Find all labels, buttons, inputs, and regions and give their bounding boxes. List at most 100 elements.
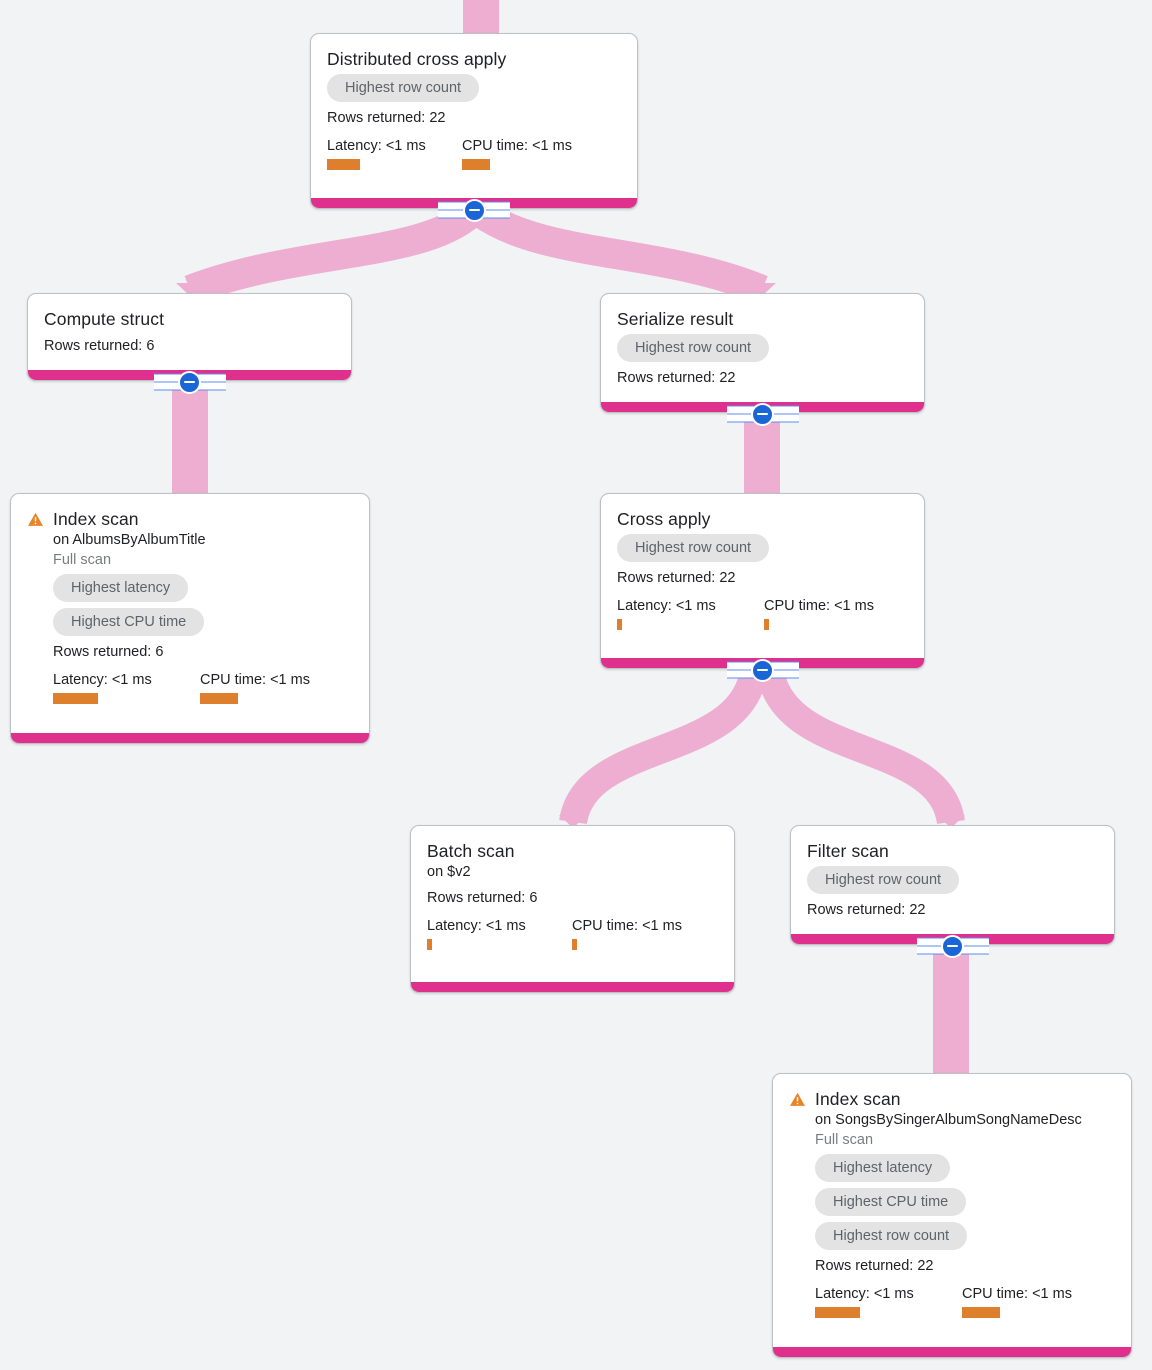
- node-metrics: Latency: <1 ms CPU time: <1 ms: [327, 137, 621, 170]
- latency-bar: [815, 1307, 860, 1318]
- cpu-time-label: CPU time: <1 ms: [200, 672, 310, 688]
- cpu-time-label: CPU time: <1 ms: [462, 138, 572, 154]
- node-scan-note: Full scan: [53, 552, 112, 568]
- rows-returned-value: Rows returned: 6: [53, 644, 164, 660]
- minus-glyph: [184, 380, 195, 384]
- node-accent-bar: [773, 1347, 1131, 1357]
- cpu-time-metric: CPU time: <1 ms: [764, 597, 874, 630]
- node-subtitle: on SongsBySingerAlbumSongNameDesc: [815, 1112, 1082, 1128]
- node-badge-list: Highest row count: [327, 74, 621, 102]
- collapse-minus-icon[interactable]: [916, 933, 989, 959]
- cpu-time-bar: [200, 693, 238, 704]
- cpu-time-bar: [764, 619, 769, 630]
- node-badge-list: Highest row count: [617, 334, 908, 362]
- node-accent-bar: [11, 733, 369, 743]
- latency-metric: Latency: <1 ms: [53, 671, 200, 704]
- collapse-minus-icon[interactable]: [438, 197, 510, 223]
- minus-glyph: [468, 208, 480, 212]
- node-title: Serialize result: [617, 309, 734, 329]
- node-title: Distributed cross apply: [327, 49, 507, 69]
- node-title: Cross apply: [617, 509, 711, 529]
- node-scan-note: Full scan: [815, 1132, 874, 1148]
- collapse-handle-circle[interactable]: [178, 370, 201, 394]
- minus-glyph: [757, 412, 768, 416]
- node-metrics: Latency: <1 ms CPU time: <1 ms: [617, 597, 908, 630]
- cpu-time-bar: [572, 939, 577, 950]
- node-accent-bar: [411, 982, 734, 992]
- status-badge: Highest CPU time: [53, 608, 205, 636]
- status-badge: Highest row count: [807, 866, 960, 894]
- minus-glyph: [947, 944, 958, 948]
- rows-returned-value: Rows returned: 22: [617, 570, 736, 586]
- latency-metric: Latency: <1 ms: [815, 1285, 962, 1318]
- rows-returned-value: Rows returned: 6: [44, 338, 155, 354]
- status-badge: Highest row count: [617, 334, 770, 362]
- collapse-minus-icon[interactable]: [153, 369, 226, 395]
- node-title: Index scan: [815, 1089, 901, 1109]
- node-badge-list: Highest row count: [617, 534, 908, 562]
- node-badge-list: Highest row count: [807, 866, 1098, 894]
- rows-returned-value: Rows returned: 6: [427, 890, 538, 906]
- edge-cross-apply-to-filter-scan: [757, 671, 965, 826]
- collapse-handle-circle[interactable]: [462, 198, 486, 222]
- node-title: Compute struct: [44, 309, 165, 329]
- edge-cross-apply-to-batch-scan: [559, 671, 767, 826]
- collapse-handle-circle[interactable]: [941, 934, 964, 958]
- collapse-handle-circle[interactable]: [751, 658, 774, 682]
- latency-label: Latency: <1 ms: [427, 918, 526, 934]
- plan-node-index-scan-songs[interactable]: Index scan on SongsBySingerAlbumSongNameD…: [772, 1073, 1132, 1358]
- cpu-time-label: CPU time: <1 ms: [962, 1286, 1072, 1302]
- rows-returned-value: Rows returned: 22: [617, 370, 736, 386]
- warning-triangle-icon: [27, 511, 44, 528]
- cpu-time-metric: CPU time: <1 ms: [962, 1285, 1072, 1318]
- status-badge: Highest latency: [53, 574, 189, 602]
- latency-label: Latency: <1 ms: [617, 598, 716, 614]
- collapse-minus-icon[interactable]: [726, 657, 799, 683]
- cpu-time-label: CPU time: <1 ms: [572, 918, 682, 934]
- latency-metric: Latency: <1 ms: [327, 137, 462, 170]
- latency-label: Latency: <1 ms: [327, 138, 426, 154]
- cpu-time-label: CPU time: <1 ms: [764, 598, 874, 614]
- collapse-handle-circle[interactable]: [751, 402, 774, 426]
- node-header: Index scan on SongsBySingerAlbumSongNameD…: [789, 1088, 1115, 1318]
- node-title: Batch scan: [427, 841, 515, 861]
- node-body: Index scan on SongsBySingerAlbumSongNameD…: [815, 1088, 1115, 1318]
- status-badge: Highest row count: [617, 534, 770, 562]
- node-title: Index scan: [53, 509, 139, 529]
- warning-triangle-icon: [789, 1091, 806, 1108]
- status-badge: Highest latency: [815, 1154, 951, 1182]
- rows-returned-value: Rows returned: 22: [815, 1258, 934, 1274]
- minus-glyph: [757, 668, 768, 672]
- latency-metric: Latency: <1 ms: [617, 597, 764, 630]
- cpu-time-metric: CPU time: <1 ms: [462, 137, 572, 170]
- edge-distributed-cross-apply-to-serialize-result: [472, 200, 768, 304]
- edge-distributed-cross-apply-to-compute-struct: [184, 201, 481, 305]
- status-badge: Highest row count: [327, 74, 480, 102]
- rows-returned-value: Rows returned: 22: [807, 902, 926, 918]
- collapse-minus-icon[interactable]: [726, 401, 799, 427]
- status-badge: Highest CPU time: [815, 1188, 967, 1216]
